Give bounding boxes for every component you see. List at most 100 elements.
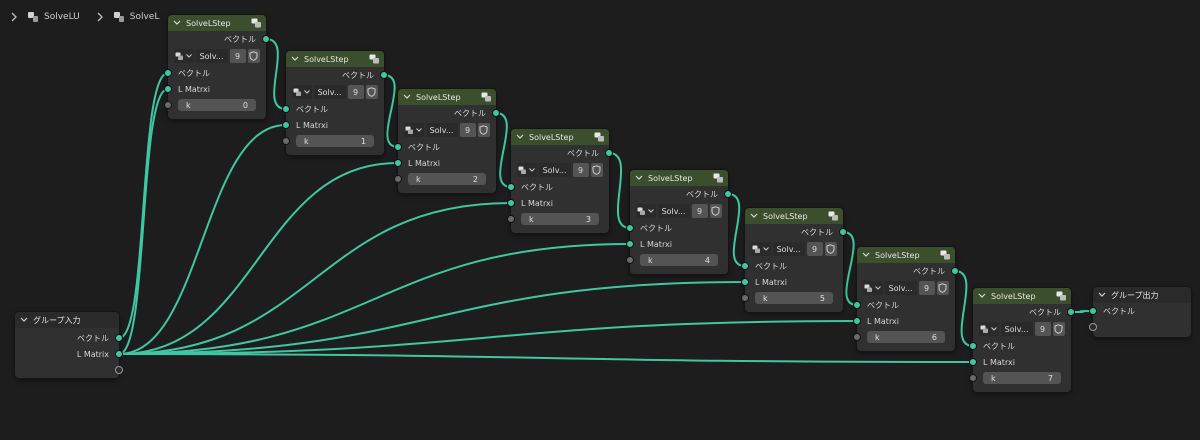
input-socket[interactable] [741, 262, 749, 270]
node-header[interactable]: SolveLStep [630, 170, 728, 186]
fake-user-shield-icon[interactable] [590, 163, 603, 177]
node-group-name-field[interactable]: Solv... [1000, 322, 1033, 336]
node-group-name-field[interactable]: Solv... [313, 85, 346, 99]
output-socket[interactable] [492, 109, 500, 117]
chevron-down-icon[interactable] [172, 20, 182, 26]
input-socket[interactable] [164, 85, 172, 93]
input-socket[interactable] [969, 358, 977, 366]
k-value-field[interactable]: k 1 [296, 135, 374, 147]
input-socket[interactable] [164, 101, 172, 109]
fake-user-shield-icon[interactable] [365, 85, 378, 99]
input-socket[interactable] [507, 215, 515, 223]
node-link[interactable] [495, 112, 512, 188]
group-input-node[interactable]: グループ入力 ベクトル L Matrix [15, 312, 123, 378]
user-count-badge[interactable]: 9 [229, 49, 246, 63]
output-socket[interactable] [951, 267, 959, 275]
input-socket[interactable] [853, 317, 861, 325]
node-link[interactable] [954, 270, 974, 347]
group-output-node[interactable]: グループ出力 ベクトル [1089, 287, 1191, 337]
fake-user-shield-icon[interactable] [936, 281, 949, 295]
node-tree-dropdown[interactable] [404, 123, 424, 137]
output-socket[interactable] [724, 190, 732, 198]
input-socket[interactable] [853, 301, 861, 309]
input-socket[interactable] [1089, 307, 1097, 315]
node-group-name-field[interactable]: Solv... [538, 163, 571, 177]
solvelstep-node[interactable]: SolveLStep ベクトル Solv... 9 ベクトル [969, 288, 1075, 392]
input-socket[interactable] [282, 137, 290, 145]
node-group-name-field[interactable]: Solv... [657, 204, 690, 218]
input-socket[interactable] [741, 278, 749, 286]
k-value-field[interactable]: k 2 [408, 173, 486, 185]
chevron-down-icon[interactable] [634, 175, 644, 181]
input-socket[interactable] [853, 333, 861, 341]
node-link[interactable] [118, 320, 858, 355]
chevron-down-icon[interactable] [402, 94, 412, 100]
input-socket[interactable] [394, 159, 402, 167]
node-link[interactable] [118, 72, 169, 339]
node-link[interactable] [118, 202, 512, 355]
chevron-down-icon[interactable] [1097, 292, 1107, 298]
user-count-badge[interactable]: 9 [806, 242, 823, 256]
k-value-field[interactable]: k 0 [178, 99, 256, 111]
node-header[interactable]: SolveLStep [511, 129, 609, 145]
chevron-down-icon[interactable] [749, 213, 759, 219]
chevron-down-icon[interactable] [515, 134, 525, 140]
fake-user-shield-icon[interactable] [1052, 322, 1065, 336]
solvelstep-node[interactable]: SolveLStep ベクトル Solv... 9 ベクトル [394, 89, 500, 193]
node-link[interactable] [265, 38, 287, 110]
output-socket[interactable] [605, 149, 613, 157]
fake-user-shield-icon[interactable] [247, 49, 260, 63]
input-socket[interactable] [741, 294, 749, 302]
user-count-badge[interactable]: 9 [459, 123, 476, 137]
node-header[interactable]: SolveLStep [286, 51, 384, 67]
input-socket[interactable] [626, 256, 634, 264]
node-header[interactable]: SolveLStep [857, 247, 955, 263]
user-count-badge[interactable]: 9 [918, 281, 935, 295]
empty-output-socket[interactable] [115, 366, 123, 374]
k-value-field[interactable]: k 5 [755, 292, 833, 304]
user-count-badge[interactable]: 9 [1034, 322, 1051, 336]
node-group-name-field[interactable]: Solv... [195, 49, 228, 63]
input-socket[interactable] [282, 121, 290, 129]
solvelstep-node[interactable]: SolveLStep ベクトル Solv... 9 ベクトル [741, 208, 847, 312]
chevron-down-icon[interactable] [290, 56, 300, 62]
node-link[interactable] [118, 243, 631, 355]
chevron-down-icon[interactable] [977, 293, 987, 299]
input-socket[interactable] [394, 143, 402, 151]
fake-user-shield-icon[interactable] [477, 123, 490, 137]
group-output-header[interactable]: グループ出力 [1093, 287, 1191, 303]
node-tree-dropdown[interactable] [751, 242, 771, 256]
node-tree-dropdown[interactable] [174, 49, 194, 63]
node-link[interactable] [118, 88, 169, 355]
solvelstep-node[interactable]: SolveLStep ベクトル Solv... 9 ベクトル [853, 247, 959, 351]
group-input-header[interactable]: グループ入力 [15, 312, 119, 328]
input-socket[interactable] [282, 105, 290, 113]
node-link[interactable] [118, 281, 746, 355]
output-socket[interactable] [380, 71, 388, 79]
node-header[interactable]: SolveLStep [745, 208, 843, 224]
input-socket[interactable] [164, 69, 172, 77]
solvelstep-node[interactable]: SolveLStep ベクトル Solv... 9 ベクトル [507, 129, 613, 233]
input-socket[interactable] [626, 240, 634, 248]
node-tree-dropdown[interactable] [979, 322, 999, 336]
breadcrumb-item-solvelu[interactable]: SolveLU [44, 12, 80, 22]
output-socket[interactable] [839, 228, 847, 236]
output-socket[interactable] [1067, 308, 1075, 316]
node-link[interactable] [608, 152, 631, 229]
node-link[interactable] [842, 231, 858, 306]
node-tree-dropdown[interactable] [636, 204, 656, 218]
input-socket[interactable] [969, 374, 977, 382]
solvelstep-node[interactable]: SolveLStep ベクトル Solv... 9 ベクトル [626, 170, 732, 274]
node-group-name-field[interactable]: Solv... [884, 281, 917, 295]
chevron-down-icon[interactable] [19, 317, 29, 323]
node-group-name-field[interactable]: Solv... [425, 123, 458, 137]
k-value-field[interactable]: k 7 [983, 372, 1061, 384]
node-link[interactable] [383, 74, 399, 148]
fake-user-shield-icon[interactable] [824, 242, 837, 256]
k-value-field[interactable]: k 6 [867, 331, 945, 343]
user-count-badge[interactable]: 9 [347, 85, 364, 99]
k-value-field[interactable]: k 4 [640, 254, 718, 266]
output-socket[interactable] [115, 334, 123, 342]
node-link[interactable] [1070, 310, 1094, 313]
user-count-badge[interactable]: 9 [572, 163, 589, 177]
